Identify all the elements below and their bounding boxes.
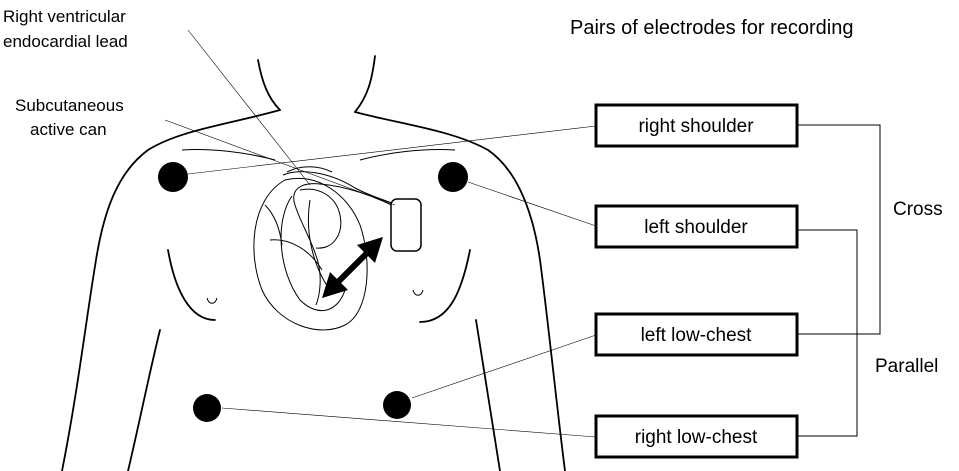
svg-text:right shoulder: right shoulder bbox=[638, 116, 754, 137]
leader-right-low-chest bbox=[222, 408, 596, 437]
leader-right-shoulder bbox=[188, 126, 596, 174]
cross-label: Cross bbox=[893, 199, 943, 220]
can-label-line1: Subcutaneous bbox=[15, 96, 124, 115]
svg-text:left low-chest: left low-chest bbox=[641, 325, 753, 346]
svg-text:left shoulder: left shoulder bbox=[644, 217, 748, 238]
electrode-dot-left-shoulder bbox=[438, 162, 468, 192]
electrode-dot-right-low-chest bbox=[193, 394, 221, 422]
vector-arrow bbox=[322, 237, 383, 298]
parallel-label: Parallel bbox=[875, 356, 938, 377]
can-label-line2: active can bbox=[30, 120, 107, 139]
electrode-box-left-shoulder: left shoulder bbox=[596, 206, 797, 247]
electrode-box-right-low-chest: right low-chest bbox=[596, 416, 797, 457]
parallel-connector bbox=[797, 230, 857, 436]
electrode-box-right-shoulder: right shoulder bbox=[596, 105, 797, 146]
electrode-dot-right-shoulder bbox=[158, 162, 188, 192]
leader-active-can bbox=[165, 120, 395, 205]
torso-outline bbox=[62, 56, 565, 471]
rv-lead-label-line2: endocardial lead bbox=[3, 32, 128, 51]
diagram-title: Pairs of electrodes for recording bbox=[570, 17, 853, 39]
svg-text:right low-chest: right low-chest bbox=[635, 427, 758, 448]
rv-lead-label-line1: Right ventricular bbox=[3, 7, 126, 26]
leader-left-low-chest bbox=[412, 335, 596, 398]
electrode-box-left-low-chest: left low-chest bbox=[596, 314, 797, 355]
electrode-dot-left-low-chest bbox=[383, 391, 411, 419]
active-can bbox=[391, 199, 421, 251]
